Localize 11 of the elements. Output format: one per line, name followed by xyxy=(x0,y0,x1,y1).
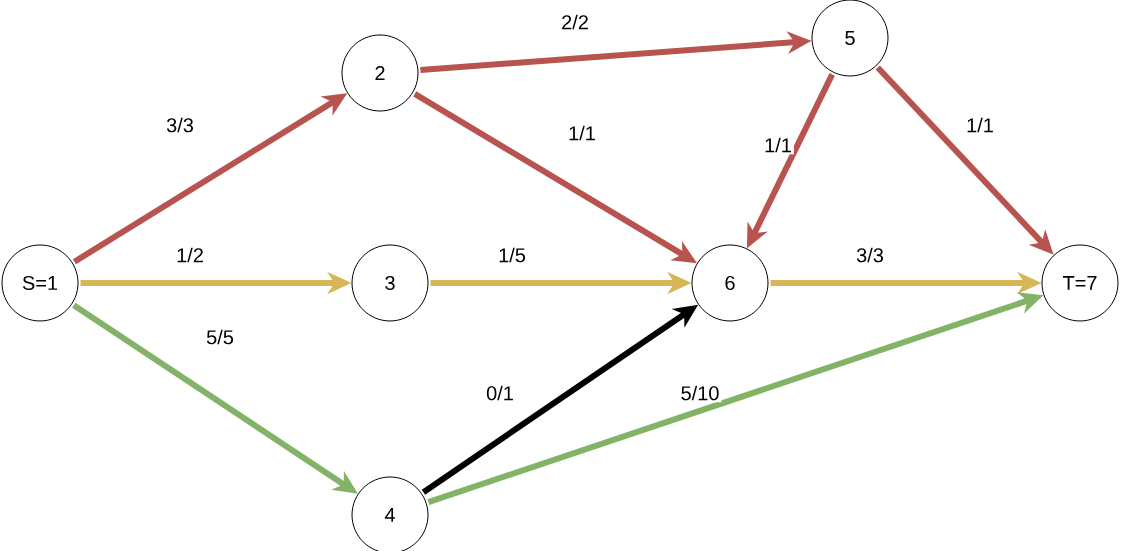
edge-label: 1/2 xyxy=(174,245,206,265)
edge-label: 3/3 xyxy=(854,245,886,265)
edge-label: 1/1 xyxy=(964,115,996,135)
edge-label: 5/5 xyxy=(204,327,236,347)
edge-label: 1/1 xyxy=(762,135,794,155)
edge-label: 5/10 xyxy=(678,383,722,403)
edge-label: 1/1 xyxy=(566,123,598,143)
edge-label: 2/2 xyxy=(559,12,591,32)
edge-label: 1/5 xyxy=(496,245,528,265)
edge-label: 0/1 xyxy=(484,383,516,403)
edge-label: 3/3 xyxy=(164,115,196,135)
